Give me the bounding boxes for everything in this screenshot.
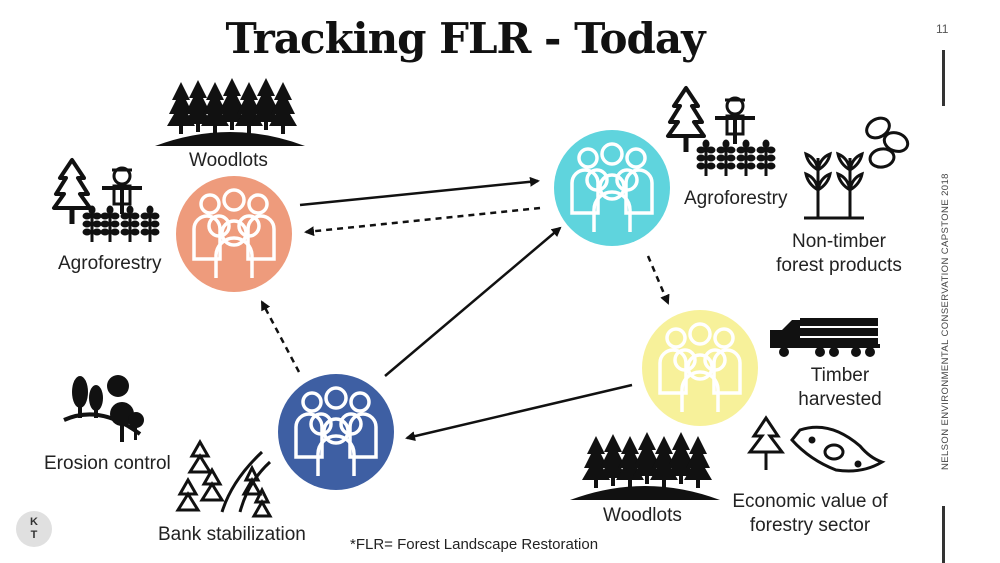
arrow-yellow-to-blue	[405, 383, 633, 442]
plants-icon	[803, 151, 865, 220]
label-timber-line1: Timber	[810, 365, 870, 386]
arrow-teal-to-orange-dashed	[304, 206, 541, 237]
page-title: Tracking FLR - Today	[225, 14, 705, 63]
arrow-blue-to-teal	[384, 226, 562, 377]
side-divider-top	[942, 50, 945, 106]
label-non-timber: Non-timber forest products	[764, 230, 914, 278]
community-orange	[176, 176, 292, 292]
logo: K T	[16, 511, 52, 547]
label-agroforestry-right: Agroforestry	[684, 188, 788, 209]
label-economic-line2: forestry sector	[749, 515, 871, 536]
arrow-orange-to-teal	[299, 176, 540, 207]
label-agroforestry-left: Agroforestry	[58, 253, 162, 274]
label-economic: Economic value of forestry sector	[724, 490, 896, 538]
label-woodlots-top: Woodlots	[189, 150, 268, 171]
money-icon	[790, 425, 886, 473]
label-timber: Timber harvested	[780, 364, 900, 412]
logo-initial-2: T	[30, 529, 38, 541]
forest-icon	[155, 78, 305, 146]
label-non-timber-line1: Non-timber	[792, 231, 886, 252]
logging-truck-icon	[770, 318, 880, 357]
arrow-teal-to-yellow-dashed	[646, 255, 670, 305]
forest-icon	[570, 432, 720, 500]
trees-hill-icon	[63, 375, 144, 442]
label-bank-stabilization: Bank stabilization	[158, 524, 306, 545]
arrow-blue-to-orange-dashed	[260, 300, 301, 373]
label-non-timber-line2: forest products	[776, 255, 902, 276]
community-yellow	[642, 310, 758, 426]
footnote: *FLR= Forest Landscape Restoration	[350, 536, 599, 553]
label-economic-line1: Economic value of	[732, 491, 888, 512]
logo-initial-1: K	[30, 516, 38, 528]
beans-icon	[865, 116, 910, 169]
slide-number: 11	[936, 22, 949, 36]
farmer-crops-icon	[668, 88, 777, 178]
farmer-crops-icon	[54, 160, 161, 244]
label-erosion-control: Erosion control	[44, 453, 171, 474]
side-divider-bottom	[942, 506, 945, 563]
community-teal	[554, 130, 670, 246]
river-trees-icon	[175, 438, 273, 518]
community-blue	[278, 374, 394, 490]
tree-icon	[747, 415, 785, 470]
label-timber-line2: harvested	[798, 389, 882, 410]
label-woodlots-bottom: Woodlots	[603, 505, 682, 526]
